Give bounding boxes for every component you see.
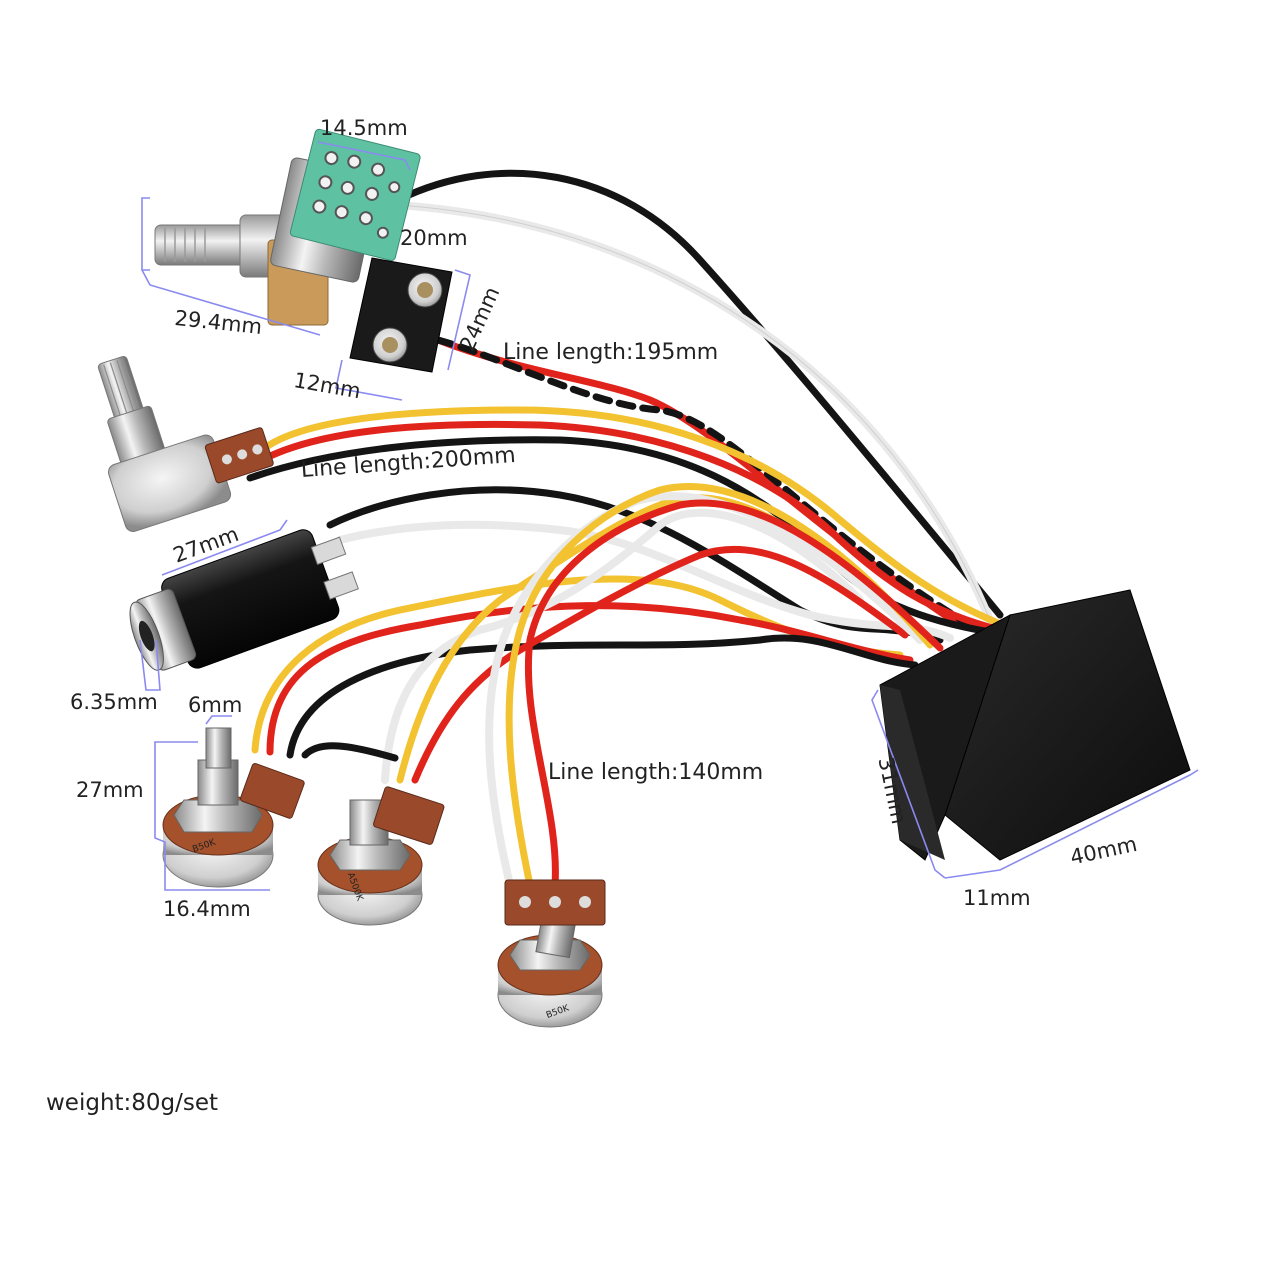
9v-battery-clip: [335, 257, 471, 401]
bass-pot: B50K: [497, 879, 606, 1028]
wire-bundle: [246, 169, 1014, 889]
dim-switch-pot-height: 20mm: [400, 226, 468, 250]
tone-pot: [97, 356, 274, 532]
dim-module-depth: 11mm: [963, 886, 1031, 910]
dim-jack-diameter: 6.35mm: [70, 690, 158, 714]
volume-pot: B50K: [154, 715, 305, 891]
balance-push-pull-pot: [141, 128, 421, 336]
weight-label: weight:80g/set: [46, 1090, 219, 1116]
output-jack: [129, 519, 359, 691]
treble-pot: A500K: [317, 786, 445, 926]
dim-switch-pot-width: 14.5mm: [320, 116, 408, 140]
dim-shaft-diameter: 6mm: [188, 693, 243, 717]
dim-pot-height: 27mm: [76, 778, 144, 802]
dim-battery-line-length: Line length:195mm: [503, 340, 719, 365]
dim-pot-diameter: 16.4mm: [163, 897, 251, 921]
dim-pots-line-length: Line length:140mm: [548, 760, 764, 785]
preamp-module: [871, 589, 1199, 879]
